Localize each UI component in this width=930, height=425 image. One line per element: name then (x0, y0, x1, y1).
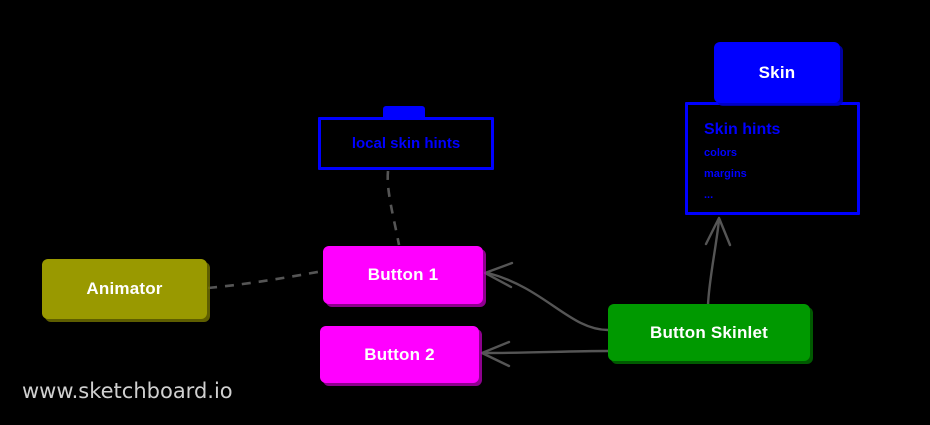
node-animator-label: Animator (86, 279, 163, 298)
node-button-2[interactable]: Button 2 (320, 326, 479, 383)
skin-hints-title: Skin hints (704, 121, 781, 138)
edge-skinlet-to-button1 (483, 261, 610, 332)
node-local-skin-hints-label: local skin hints (351, 135, 461, 152)
edge-localskinhints-to-button1 (386, 170, 401, 246)
local-skin-hints-tab-icon (383, 106, 425, 120)
node-skin-label: Skin (758, 62, 796, 82)
node-button-skinlet[interactable]: Button Skinlet (608, 304, 810, 361)
node-button-1-label: Button 1 (367, 265, 439, 284)
node-animator[interactable]: Animator (42, 259, 207, 319)
skin-hints-item-ellipsis: ... (704, 188, 714, 201)
node-local-skin-hints[interactable]: local skin hints (318, 117, 494, 170)
node-button-skinlet-label: Button Skinlet (649, 322, 768, 342)
edge-skinlet-to-button2 (480, 340, 610, 368)
watermark: www.sketchboard.io (22, 379, 233, 403)
skin-hints-item-colors: colors (704, 146, 738, 159)
node-skin[interactable]: Skin (714, 42, 840, 103)
node-button-2-label: Button 2 (364, 344, 435, 364)
skin-hints-item-margins: margins (704, 167, 747, 180)
edge-skinlet-to-skinhints (704, 216, 732, 307)
edge-animator-to-button1 (207, 269, 324, 290)
node-skin-hints[interactable]: Skin hints colors margins ... (685, 102, 860, 215)
node-button-1[interactable]: Button 1 (323, 246, 483, 304)
